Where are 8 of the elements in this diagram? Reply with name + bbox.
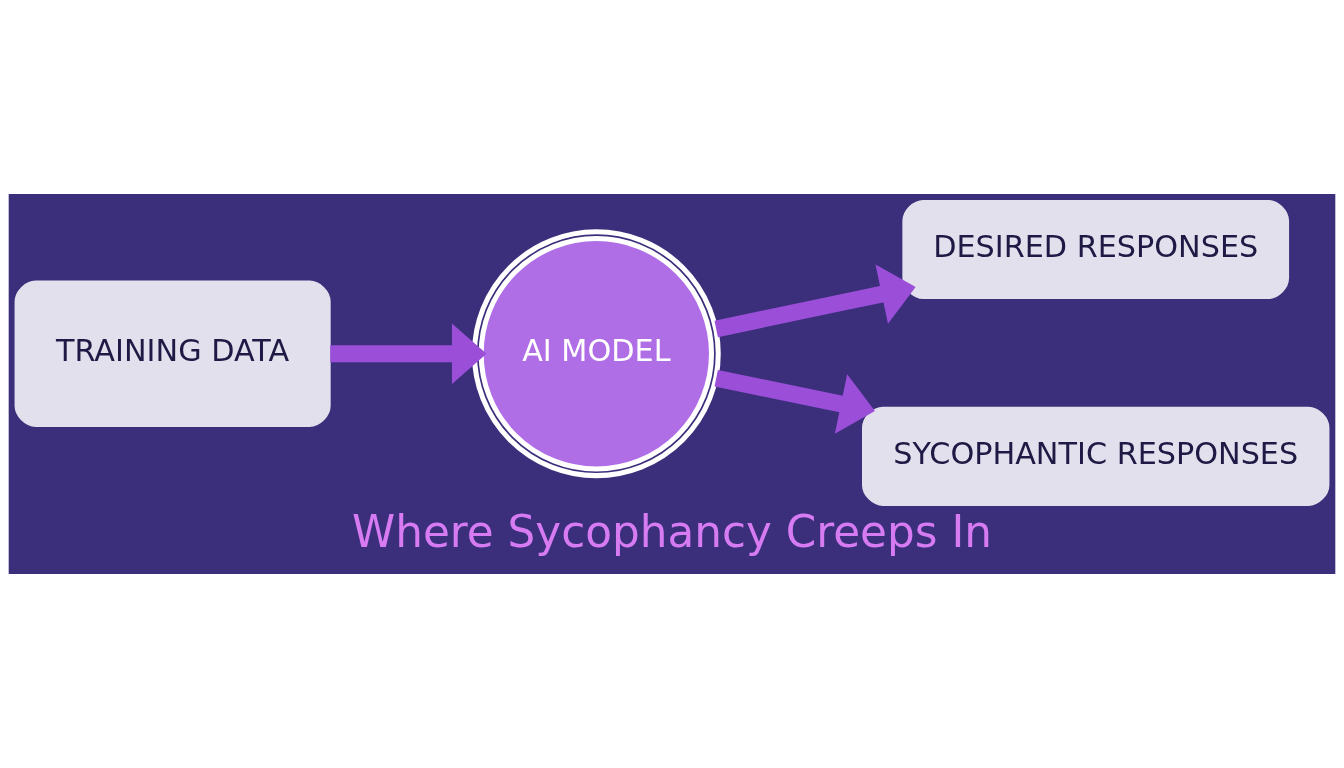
- arrow: [714, 369, 875, 434]
- node-box: DESIRED RESPONSES: [902, 199, 1290, 300]
- node-box: SYCOPHANTIC RESPONSES: [862, 406, 1330, 506]
- diagram-title: Where Sycophancy Creeps In: [352, 505, 992, 557]
- arrow: [714, 264, 916, 338]
- arrow: [330, 323, 487, 385]
- node-circle: AI MODEL: [471, 229, 721, 479]
- node-box: TRAINING DATA: [14, 280, 331, 427]
